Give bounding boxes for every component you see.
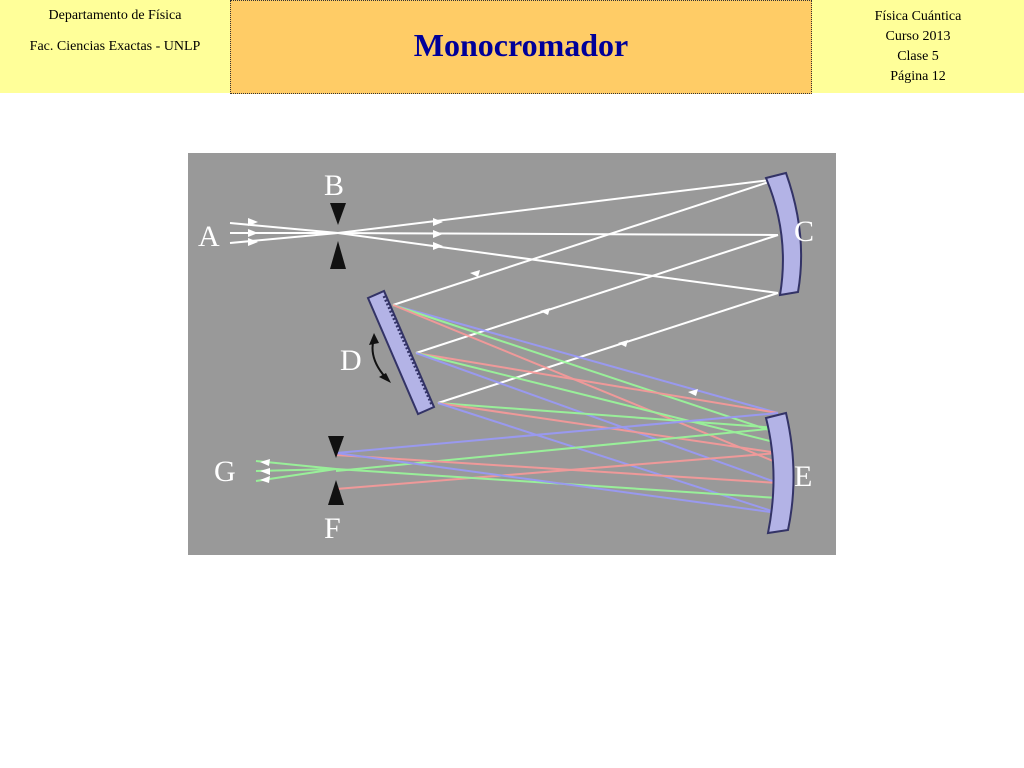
output-ray-arrows — [260, 389, 698, 483]
label-a: A — [198, 220, 220, 253]
collimating-mirror-c — [764, 171, 803, 297]
faculty-name: Fac. Ciencias Exactas - UNLP — [29, 39, 201, 54]
monochromator-svg: A B C D E F G — [188, 153, 836, 555]
entrance-slit-b — [330, 203, 346, 269]
ray-arrows — [248, 218, 628, 347]
course-year: Curso 2013 — [885, 29, 951, 44]
rotation-arrowhead-top — [369, 333, 379, 345]
label-d: D — [340, 344, 362, 377]
page-number: Página 12 — [890, 69, 946, 84]
diffraction-grating-d — [366, 289, 436, 416]
exit-slit-f — [328, 436, 344, 505]
monochromator-diagram: A B C D E F G — [188, 153, 836, 555]
course-name: Física Cuántica — [874, 9, 962, 24]
class-number: Clase 5 — [897, 49, 939, 64]
header-course-info: Física Cuántica Curso 2013 Clase 5 Págin… — [812, 0, 1024, 93]
label-c: C — [794, 215, 814, 248]
label-f: F — [324, 512, 341, 545]
rotation-arrowhead-bottom — [379, 373, 391, 383]
label-g: G — [214, 455, 236, 488]
header-department: Departamento de Física Fac. Ciencias Exa… — [0, 0, 230, 93]
title-box: Monocromador — [230, 0, 812, 94]
slide-title: Monocromador — [413, 26, 629, 63]
label-b: B — [324, 169, 344, 202]
focusing-mirror-e — [764, 411, 795, 535]
label-e: E — [794, 460, 812, 493]
department-name: Departamento de Física — [48, 8, 182, 23]
